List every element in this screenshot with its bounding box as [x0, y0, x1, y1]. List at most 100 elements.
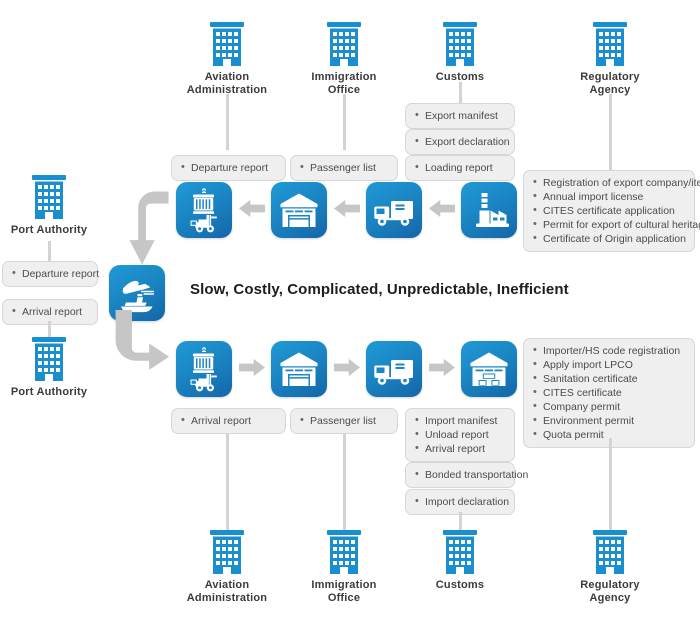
- connector-line-immigration-bottom: [343, 434, 346, 530]
- docbox-export-declaration[interactable]: Export declaration: [405, 129, 515, 155]
- building-icon: [207, 22, 247, 66]
- agency-node-regulatory-agency-bottom[interactable]: Regulatory Agency: [550, 530, 670, 605]
- flow-tile-warehouse-import[interactable]: [271, 341, 327, 397]
- agency-node-immigration-office-top[interactable]: Immigration Office: [284, 22, 404, 97]
- agency-node-aviation-administration-bottom[interactable]: Aviation Administration: [167, 530, 287, 605]
- agency-label-line2: Administration: [186, 84, 268, 96]
- doc-item: Apply import LPCO: [533, 357, 685, 372]
- doc-item: Company permit: [533, 399, 685, 414]
- flow-tile-truck-export[interactable]: [366, 182, 422, 238]
- docbox-import-declaration[interactable]: Import declaration: [405, 489, 515, 515]
- doc-item: CITES certificate application: [533, 203, 685, 218]
- doc-item: Sanitation certificate: [533, 371, 685, 386]
- doc-item: Export declaration: [415, 134, 510, 149]
- flow-tile-warehouse-storage-import[interactable]: [461, 341, 517, 397]
- agency-label-line2: Agency: [589, 592, 631, 604]
- truck-icon: [366, 341, 422, 397]
- agency-label-line1: Aviation: [204, 579, 250, 591]
- center-statement: Slow, Costly, Complicated, Unpredictable…: [190, 281, 569, 298]
- docbox-passenger-list-export[interactable]: Passenger list: [290, 155, 398, 181]
- doc-item: Certificate of Origin application: [533, 231, 686, 246]
- agency-node-immigration-office-bottom[interactable]: Immigration Office: [284, 530, 404, 605]
- flow-arrow-left-3: [429, 198, 455, 219]
- agency-label-line2: Administration: [186, 592, 268, 604]
- agency-label-line1: Customs: [435, 579, 485, 591]
- warehouse-icon: [271, 182, 327, 238]
- port-authority-label: Port Authority: [10, 224, 88, 236]
- connector-line-regulatory-top: [609, 94, 612, 170]
- agency-label: Customs: [436, 579, 484, 592]
- agency-label: Immigration Office: [311, 71, 376, 97]
- container-forklift-icon: [176, 182, 232, 238]
- agency-label-line2: Office: [327, 592, 361, 604]
- connector-line-aviation-top: [226, 94, 229, 150]
- flow-tile-container-forklift-import[interactable]: [176, 341, 232, 397]
- doc-item: Annual import license: [533, 189, 685, 204]
- agency-node-customs-bottom[interactable]: Customs: [400, 530, 520, 592]
- building-icon: [207, 530, 247, 574]
- agency-node-regulatory-agency-top[interactable]: Regulatory Agency: [550, 22, 670, 97]
- agency-node-aviation-administration-top[interactable]: Aviation Administration: [167, 22, 287, 97]
- connector-line-customs-bottom: [459, 512, 462, 530]
- agency-label-line1: Immigration: [311, 71, 377, 83]
- factory-icon: [461, 182, 517, 238]
- doc-item: Bonded transportation: [415, 467, 528, 482]
- flow-tile-warehouse-export[interactable]: [271, 182, 327, 238]
- docbox-import-manifest-group[interactable]: Import manifest Unload report Arrival re…: [405, 408, 515, 462]
- agency-label: Aviation Administration: [187, 71, 267, 97]
- building-icon: [324, 22, 364, 66]
- agency-label: Immigration Office: [311, 579, 376, 605]
- doc-item: CITES certificate: [533, 385, 685, 400]
- flow-arrow-elbow-right: [112, 310, 170, 388]
- agency-label: Regulatory Agency: [580, 71, 639, 97]
- doc-item: Unload report: [415, 427, 505, 442]
- agency-label-line1: Regulatory: [580, 71, 640, 83]
- doc-item: Departure report: [12, 266, 99, 281]
- agency-label: Customs: [436, 71, 484, 84]
- docbox-regulatory-export[interactable]: Registration of export company/item Annu…: [523, 170, 700, 252]
- agency-label-line1: Regulatory: [580, 579, 640, 591]
- connector-line-customs-top: [459, 82, 462, 104]
- doc-item: Departure report: [181, 160, 276, 175]
- flow-tile-truck-import[interactable]: [366, 341, 422, 397]
- connector-line-port-authority-top: [48, 241, 51, 262]
- doc-item: Quota permit: [533, 427, 685, 442]
- agency-label-line1: Customs: [435, 71, 485, 83]
- docbox-loading-report[interactable]: Loading report: [405, 155, 515, 181]
- agency-node-port-authority-bottom[interactable]: Port Authority: [0, 337, 109, 399]
- docbox-regulatory-import[interactable]: Importer/HS code registration Apply impo…: [523, 338, 695, 448]
- doc-item: Registration of export company/item: [533, 175, 700, 190]
- doc-item: Arrival report: [181, 413, 276, 428]
- agency-label-line2: Office: [327, 84, 361, 96]
- connector-line-port-authority-bottom: [48, 321, 51, 338]
- doc-item: Import declaration: [415, 494, 509, 509]
- doc-item: Importer/HS code registration: [533, 343, 685, 358]
- building-icon: [590, 22, 630, 66]
- connector-line-regulatory-bottom: [609, 438, 612, 530]
- building-icon: [440, 22, 480, 66]
- docbox-passenger-list-import[interactable]: Passenger list: [290, 408, 398, 434]
- truck-icon: [366, 182, 422, 238]
- flow-arrow-right-3: [429, 357, 455, 378]
- agency-node-port-authority-top[interactable]: Port Authority: [0, 175, 109, 237]
- doc-item: Loading report: [415, 160, 505, 175]
- flow-tile-container-forklift-export[interactable]: [176, 182, 232, 238]
- agency-label-line2: Agency: [589, 84, 631, 96]
- docbox-arrival-report-aviation[interactable]: Arrival report: [171, 408, 286, 434]
- docbox-arrival-report-port[interactable]: Arrival report: [2, 299, 98, 325]
- connector-line-aviation-bottom: [226, 434, 229, 530]
- docbox-export-manifest[interactable]: Export manifest: [405, 103, 515, 129]
- docbox-departure-report-aviation[interactable]: Departure report: [171, 155, 286, 181]
- flow-arrow-right-1: [239, 357, 265, 378]
- agency-label-line1: Aviation: [204, 71, 250, 83]
- warehouse-storage-icon: [461, 341, 517, 397]
- doc-item: Permit for export of cultural heritage: [533, 217, 700, 232]
- flow-tile-factory-export[interactable]: [461, 182, 517, 238]
- agency-label-line1: Immigration: [311, 579, 377, 591]
- container-forklift-icon: [176, 341, 232, 397]
- doc-item: Passenger list: [300, 413, 388, 428]
- docbox-departure-report-port[interactable]: Departure report: [2, 261, 99, 287]
- docbox-bonded-transportation[interactable]: Bonded transportation: [405, 462, 528, 488]
- agency-node-customs-top[interactable]: Customs: [400, 22, 520, 84]
